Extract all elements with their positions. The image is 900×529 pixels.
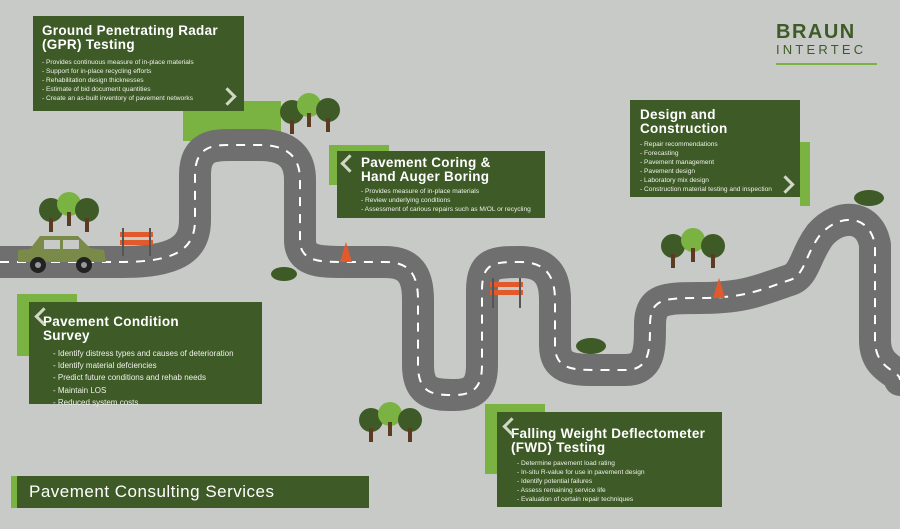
- page-title-bar: Pavement Consulting Services: [11, 476, 369, 508]
- card-list: Determine pavement load rating In-situ R…: [511, 459, 716, 504]
- cone: [340, 242, 352, 262]
- cone: [713, 278, 725, 298]
- card-title: Falling Weight Deflectometer(FWD) Testin…: [511, 426, 706, 455]
- list-item: Reduced system costs: [53, 397, 256, 409]
- barricade-center: [490, 278, 523, 308]
- list-item: Rehabilitation design thicknesses: [42, 76, 238, 85]
- barricade-left: [120, 228, 153, 256]
- title-accent: [11, 476, 17, 508]
- list-item: Evaluation of certain repair techniques: [517, 495, 716, 504]
- card-list: Identify distress types and causes of de…: [43, 348, 256, 409]
- logo-line-2: INTERTEC: [776, 42, 867, 57]
- tree-cluster-right: [661, 228, 725, 268]
- card-list: Repair recommendations Forecasting Pavem…: [640, 140, 794, 194]
- list-item: Construction material testing and inspec…: [640, 185, 794, 194]
- list-item: Laboratory mix design: [640, 176, 794, 185]
- braun-intertec-logo: BRAUN INTERTEC: [776, 22, 877, 65]
- list-item: Pavement management: [640, 158, 794, 167]
- bush: [854, 190, 884, 206]
- logo-underline: [776, 63, 877, 65]
- list-item: Support for in-place recycling efforts: [42, 67, 238, 76]
- card-list: Provides measure of in-place materials R…: [361, 187, 539, 214]
- list-item: Provides measure of in-place materials: [361, 187, 539, 196]
- list-item: Provides continuous measure of in-place …: [42, 58, 238, 67]
- tree-cluster-top: [280, 93, 340, 134]
- list-item: Create an as-built inventory of pavement…: [42, 94, 238, 103]
- car-illustration: [18, 236, 106, 273]
- tree-cluster-left: [39, 192, 99, 232]
- list-item: Determine pavement load rating: [517, 459, 716, 468]
- list-item: In-situ R-value for use in pavement desi…: [517, 468, 716, 477]
- card-pavement-coring: Pavement Coring &Hand Auger Boring Provi…: [329, 145, 545, 218]
- list-item: Assessment of carious repairs such as M/…: [361, 205, 539, 214]
- list-item: Assess remaining service life: [517, 486, 716, 495]
- bush: [271, 267, 297, 281]
- list-item: Identify potential failures: [517, 477, 716, 486]
- list-item: Pavement design: [640, 167, 794, 176]
- logo-line-1: BRAUN: [776, 21, 856, 43]
- card-title: Pavement Coring &Hand Auger Boring: [361, 155, 491, 184]
- list-item: Identify material defciencies: [53, 360, 256, 372]
- list-item: Estimate of bid document quantities: [42, 85, 238, 94]
- bush: [576, 338, 606, 354]
- list-item: Review underlying conditions: [361, 196, 539, 205]
- list-item: Repair recommendations: [640, 140, 794, 149]
- card-title: Ground Penetrating Radar(GPR) Testing: [42, 23, 218, 52]
- list-item: Identify distress types and causes of de…: [53, 348, 256, 360]
- list-item: Predict future conditions and rehab need…: [53, 372, 256, 384]
- list-item: Maintain LOS: [53, 385, 256, 397]
- list-item: Forecasting: [640, 149, 794, 158]
- tree-cluster-bottom: [359, 402, 422, 442]
- card-fwd-testing: Falling Weight Deflectometer(FWD) Testin…: [485, 404, 722, 507]
- corner-arrow-icon: [340, 154, 359, 173]
- page-title: Pavement Consulting Services: [29, 482, 275, 501]
- card-list: Provides continuous measure of in-place …: [42, 58, 238, 103]
- card-gpr-testing: Ground Penetrating Radar(GPR) Testing Pr…: [33, 16, 281, 141]
